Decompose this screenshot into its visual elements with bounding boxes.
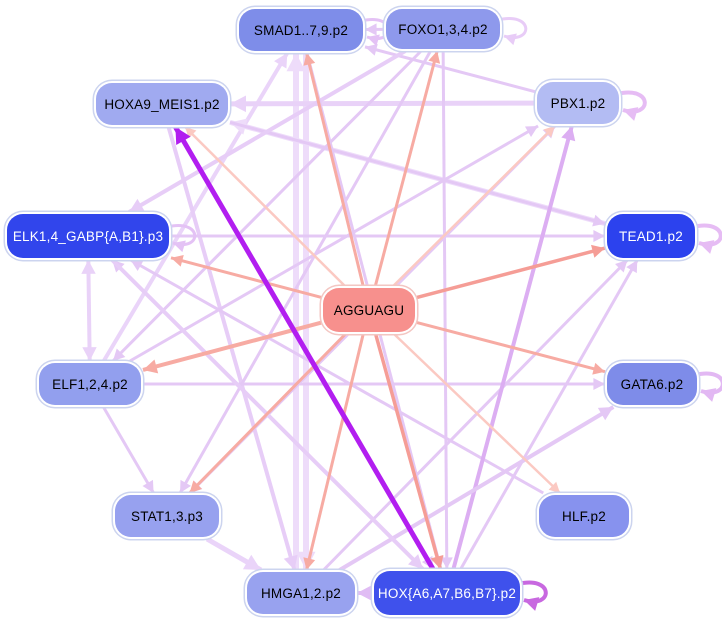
edge-hox-tead-arrowhead bbox=[626, 260, 638, 274]
edge-elk-hox-arrowhead bbox=[408, 554, 423, 569]
node-label: HMGA1,2.p2 bbox=[260, 585, 342, 601]
node-label: FOXO1,3,4.p2 bbox=[398, 21, 488, 37]
self-loop-tead-arrowhead bbox=[699, 240, 715, 254]
edge-agg-smad bbox=[305, 52, 365, 287]
edge-hoxa9-tead bbox=[229, 120, 606, 226]
node-pbx1[interactable]: PBX1.p2 bbox=[537, 82, 619, 124]
edge-elf-pbx1 bbox=[129, 124, 539, 363]
node-smad[interactable]: SMAD1..7,9.p2 bbox=[239, 9, 363, 51]
node-label: HOX{A6,A7,B6,B7}.p2 bbox=[377, 585, 517, 601]
node-label: AGGUAGU bbox=[333, 302, 405, 318]
edge-agg-elk-arrowhead bbox=[171, 254, 184, 267]
edge-agg-gata6 bbox=[416, 321, 606, 374]
node-elk[interactable]: ELK1,4_GABP{A,B1}.p3 bbox=[7, 214, 169, 258]
edge-elk-elf bbox=[86, 259, 92, 362]
edge-hmga-gata6-arrowhead bbox=[597, 407, 614, 421]
node-label: SMAD1..7,9.p2 bbox=[253, 22, 349, 38]
edge-hox-hoxa9 bbox=[173, 125, 436, 571]
edge-foxo-elf-arrowhead bbox=[112, 348, 126, 361]
edge-agg-elf-arrowhead bbox=[143, 359, 159, 374]
edge-hox-pbx1-arrowhead bbox=[561, 126, 576, 142]
node-label: ELF1,2,4.p2 bbox=[52, 376, 128, 392]
edge-elf-smad-arrowhead bbox=[274, 53, 288, 69]
edge-foxo-stat-arrowhead bbox=[180, 479, 192, 493]
self-loop-pbx1-arrowhead bbox=[623, 107, 639, 121]
edge-agg-hlf-arrowhead bbox=[548, 481, 560, 493]
edge-elf-stat-arrowhead bbox=[142, 479, 154, 493]
edge-hlf-elk bbox=[129, 258, 544, 495]
node-foxo[interactable]: FOXO1,3,4.p2 bbox=[386, 9, 500, 49]
self-loop-smad-arrowhead bbox=[367, 34, 380, 47]
node-label: PBX1.p2 bbox=[550, 95, 606, 111]
node-agg[interactable]: AGGUAGU bbox=[323, 288, 415, 332]
edge-hlf-elk-arrowhead bbox=[130, 260, 144, 271]
edge-foxo-smad-arrowhead bbox=[365, 23, 377, 36]
node-label: HOXA9_MEIS1.p2 bbox=[104, 96, 220, 112]
edge-hox-hmga-arrowhead bbox=[357, 585, 371, 601]
node-label: ELK1,4_GABP{A,B1}.p3 bbox=[12, 228, 164, 244]
edge-pbx1-hoxa9 bbox=[229, 100, 536, 107]
node-hmga[interactable]: HMGA1,2.p2 bbox=[247, 572, 355, 614]
edge-agg-hmga bbox=[305, 333, 365, 571]
node-gata6[interactable]: GATA6.p2 bbox=[607, 363, 697, 405]
edge-agg-tead-arrowhead bbox=[591, 244, 605, 258]
edge-foxo-elk bbox=[128, 49, 407, 214]
self-loop-foxo-arrowhead bbox=[504, 33, 517, 46]
edge-elf-stat bbox=[102, 406, 155, 494]
edge-agg-hox-arrowhead bbox=[430, 554, 444, 569]
self-loop-elk-arrowhead bbox=[173, 240, 186, 253]
edge-agg-hoxa9 bbox=[184, 126, 346, 287]
node-label: STAT1,3.p3 bbox=[130, 508, 204, 524]
edge-agg-stat bbox=[188, 332, 347, 495]
edge-elk-tead-arrowhead bbox=[593, 229, 605, 243]
node-stat[interactable]: STAT1,3.p3 bbox=[115, 495, 219, 537]
edge-hoxa9-hmga-arrowhead bbox=[283, 554, 298, 570]
self-loop-hox-arrowhead bbox=[524, 597, 540, 611]
edge-stat-hmga-arrowhead bbox=[242, 554, 261, 570]
edge-hox-hoxa9-arrowhead bbox=[175, 127, 191, 146]
edge-pbx1-hoxa9-arrowhead bbox=[230, 95, 247, 113]
edge-hox-tead bbox=[459, 259, 639, 570]
edge-agg-hox bbox=[373, 333, 443, 570]
edge-elk-elf-arrowhead bbox=[81, 260, 96, 274]
node-label: HLF.p2 bbox=[562, 508, 606, 524]
edge-elf-pbx1-arrowhead bbox=[524, 126, 539, 138]
edge-hmga-gata6 bbox=[338, 405, 615, 572]
node-label: TEAD1.p2 bbox=[619, 228, 683, 244]
edge-agg-tead bbox=[416, 246, 606, 300]
edge-foxo-elk-arrowhead bbox=[129, 198, 145, 212]
edge-agg-stat-arrowhead bbox=[189, 480, 202, 493]
edge-agg-elk bbox=[170, 256, 322, 299]
node-label: GATA6.p2 bbox=[620, 376, 684, 392]
edge-hmga-smad-arrowhead bbox=[286, 53, 306, 72]
edge-foxo-hox-arrowhead bbox=[440, 557, 453, 569]
edge-agg-hlf bbox=[393, 333, 561, 494]
edge-hoxa9-tead-arrowhead bbox=[592, 214, 605, 227]
edge-agg-foxo-arrowhead bbox=[428, 51, 441, 64]
node-hox[interactable]: HOX{A6,A7,B6,B7}.p2 bbox=[374, 571, 520, 615]
node-hlf[interactable]: HLF.p2 bbox=[539, 495, 629, 537]
node-elf[interactable]: ELF1,2,4.p2 bbox=[39, 363, 141, 405]
edge-agg-gata6-arrowhead bbox=[592, 362, 605, 375]
edge-agg-smad-arrowhead bbox=[303, 53, 316, 66]
edge-pbx1-smad-arrowhead bbox=[365, 43, 378, 56]
self-loop-gata6-arrowhead bbox=[701, 388, 717, 402]
edge-agg-pbx1 bbox=[392, 125, 556, 287]
edge-agg-pbx1-arrowhead bbox=[543, 126, 555, 138]
edge-elk-elf-arrowhead bbox=[82, 347, 97, 361]
edge-hmga-tead-arrowhead bbox=[615, 260, 628, 273]
edge-agg-hmga-arrowhead bbox=[303, 557, 316, 570]
edge-elf-gata6-arrowhead bbox=[593, 377, 605, 391]
edge-foxo-hox bbox=[441, 50, 449, 570]
node-tead[interactable]: TEAD1.p2 bbox=[607, 214, 695, 258]
node-hoxa9[interactable]: HOXA9_MEIS1.p2 bbox=[96, 83, 228, 125]
edge-agg-foxo bbox=[373, 50, 439, 287]
edge-foxo-stat bbox=[178, 50, 432, 494]
edge-pbx1-smad bbox=[364, 45, 536, 94]
